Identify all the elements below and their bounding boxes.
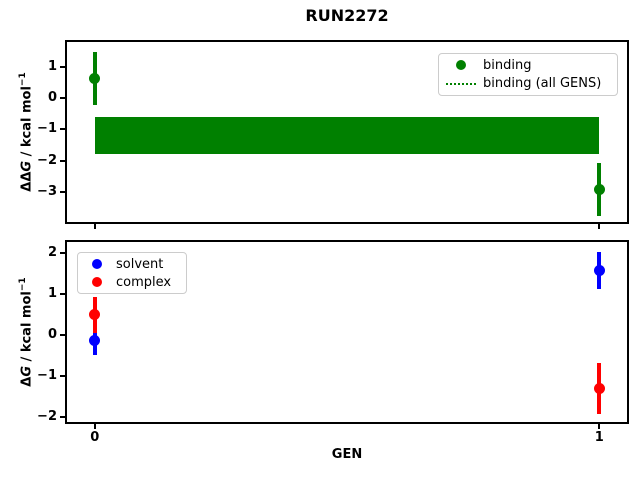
y-tick-label: 0 <box>47 327 57 343</box>
legend-handle <box>78 259 116 269</box>
x-tick-mark <box>598 424 601 429</box>
legend-entry-binding: binding <box>439 56 617 74</box>
legend-label-solvent: solvent <box>116 256 164 272</box>
y-tick-label: −1 <box>37 368 57 384</box>
solvent-data-point <box>89 334 101 346</box>
x-tick-label: 0 <box>90 430 100 445</box>
y-tick-label: 0 <box>47 90 57 105</box>
y-tick-label: −1 <box>37 121 57 137</box>
legend-bottom-phases: solvent complex <box>77 252 187 294</box>
x-tick-label: 1 <box>594 430 604 445</box>
x-axis-label: GEN <box>331 447 363 462</box>
y-tick-mark <box>60 293 65 296</box>
y-tick-mark <box>60 128 65 131</box>
dotted-line-icon <box>446 82 476 85</box>
solvent-marker-icon <box>92 259 102 269</box>
y-tick-label: −3 <box>37 184 57 200</box>
legend-label-complex: complex <box>116 274 172 290</box>
uncertainty-band-binding-all-gens- <box>94 116 600 155</box>
y-tick-mark <box>60 334 65 337</box>
binding-data-point <box>89 73 101 84</box>
complex-marker-icon <box>92 277 102 287</box>
legend-label-binding-all-gens: binding (all GENS) <box>483 76 602 92</box>
solvent-data-point <box>593 265 605 277</box>
legend-entry-binding-all-gens: binding (all GENS) <box>439 75 617 93</box>
y-tick-label: −2 <box>37 152 57 168</box>
complex-data-point <box>89 309 101 321</box>
legend-entry-solvent: solvent <box>78 255 186 273</box>
legend-handle <box>439 60 483 71</box>
y-tick-mark <box>60 416 65 419</box>
y-tick-mark <box>60 159 65 162</box>
y-tick-label: −2 <box>37 409 57 425</box>
complex-data-point <box>593 383 605 395</box>
plot-title: RUN2272 <box>305 6 389 25</box>
y-tick-mark <box>60 191 65 194</box>
subplot-1-frame <box>65 240 629 424</box>
legend-label-binding: binding <box>483 57 532 73</box>
x-tick-mark <box>598 224 601 229</box>
binding-marker-icon <box>456 60 466 71</box>
y-tick-mark <box>60 252 65 255</box>
legend-handle <box>439 82 483 85</box>
binding-data-point <box>593 184 605 196</box>
subplot-0-frame <box>65 40 629 224</box>
legend-entry-complex: complex <box>78 273 186 291</box>
y-tick-label: 1 <box>47 58 57 74</box>
y-tick-mark <box>60 97 65 99</box>
y-tick-label: 2 <box>47 245 57 261</box>
x-tick-mark <box>93 424 96 429</box>
y-tick-mark <box>60 65 65 68</box>
legend-top-binding: binding binding (all GENS) <box>438 53 618 96</box>
y-tick-label: 1 <box>47 286 57 302</box>
y-tick-mark <box>60 375 65 378</box>
legend-handle <box>78 277 116 287</box>
x-tick-mark <box>93 224 96 229</box>
